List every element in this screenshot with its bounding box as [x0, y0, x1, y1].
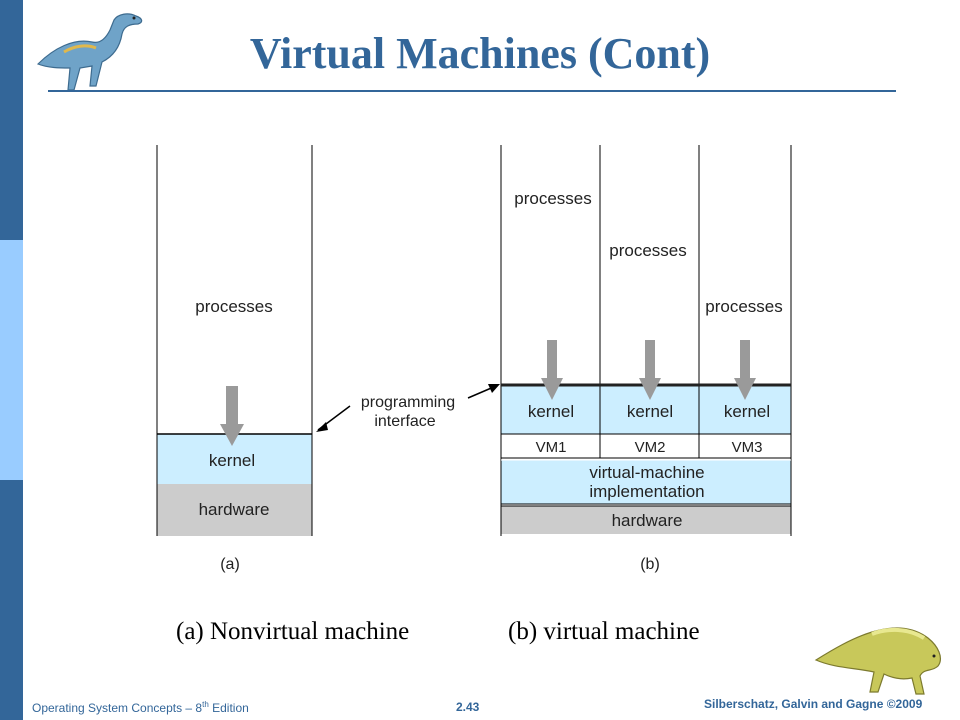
processes-label: processes	[705, 297, 782, 316]
hardware-label: hardware	[199, 500, 270, 519]
vm-implementation-block	[501, 460, 791, 504]
down-arrow	[734, 378, 756, 400]
footer-book-title: Operating System Concepts – 8th Edition	[32, 700, 249, 715]
kernel-block	[157, 434, 312, 484]
kernel-label: kernel	[528, 402, 574, 421]
kernel-label: kernel	[209, 451, 255, 470]
dinosaur-logo	[36, 13, 143, 91]
hardware-label: hardware	[612, 511, 683, 530]
footer-page-number: 2.43	[456, 700, 480, 714]
down-arrow	[639, 378, 661, 400]
slide-title: Virtual Machines (Cont)	[249, 29, 711, 78]
vm-label: VM1	[536, 439, 567, 456]
diagram-virtual: processes processes processes kernel ker…	[500, 145, 792, 573]
hardware-block	[501, 506, 791, 534]
dinosaur-icon	[814, 627, 941, 695]
footer-authors: Silberschatz, Galvin and Gagne ©2009	[704, 697, 923, 711]
down-arrow	[220, 424, 244, 446]
caption-virtual: (b) virtual machine	[508, 618, 700, 645]
hardware-block	[157, 484, 312, 536]
callout-line2: interface	[374, 413, 435, 430]
vm-impl-line2: implementation	[589, 482, 704, 501]
down-arrow	[541, 378, 563, 400]
processes-label: processes	[609, 241, 686, 260]
vm-label: VM3	[732, 439, 763, 456]
processes-label: processes	[514, 189, 591, 208]
title-underline	[48, 90, 896, 92]
kernel-label: kernel	[724, 402, 770, 421]
vm-impl-line1: virtual-machine	[589, 463, 704, 482]
callout-line1: programming	[361, 394, 455, 411]
programming-interface-callout: programming interface	[316, 384, 500, 432]
vm-label: VM2	[635, 439, 666, 456]
processes-label: processes	[195, 297, 272, 316]
vm-row	[501, 434, 791, 458]
diagram-nonvirtual: processes kernel hardware (a)	[156, 145, 313, 573]
kernel-label: kernel	[627, 402, 673, 421]
caption-nonvirtual: (a) Nonvirtual machine	[176, 618, 410, 645]
diagram-a-label: (a)	[220, 556, 240, 573]
diagram-b-label: (b)	[640, 556, 660, 573]
sidebar-accent	[0, 240, 23, 480]
